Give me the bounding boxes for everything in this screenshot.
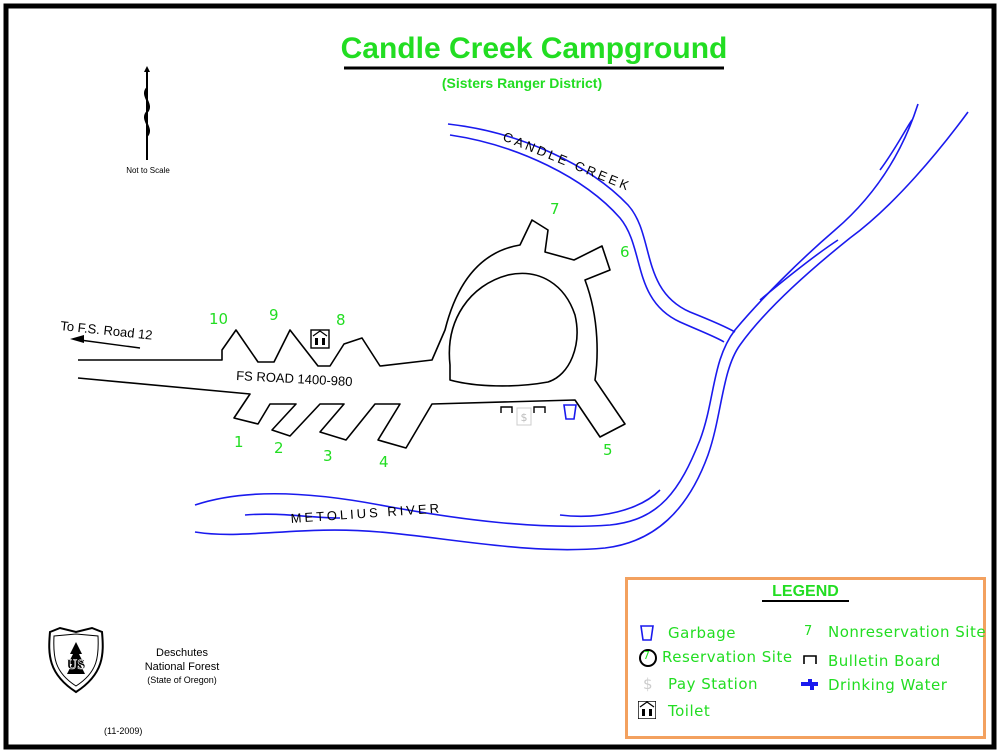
legend-drinking-water-icon: [801, 679, 818, 690]
metolius-river: [194, 103, 969, 551]
direction-arrow-icon: [70, 335, 84, 343]
site-label-8: 8: [336, 311, 346, 329]
site-label-5: 5: [603, 441, 613, 459]
metolius-river-label: METOLIUS RIVER: [290, 500, 442, 526]
legend-bulletin-board-label: Bulletin Board: [828, 652, 941, 670]
legend-nonreservation-symbol: 7: [804, 624, 813, 639]
legend-bulletin-board-icon: [803, 655, 817, 664]
legend-box: LEGEND Garbage 7 Reservation Site $ Pay …: [625, 577, 986, 739]
map-subtitle: (Sisters Ranger District): [442, 75, 602, 91]
legend-garbage-label: Garbage: [668, 624, 736, 642]
site-label-9: 9: [269, 306, 279, 324]
road-network: [77, 219, 626, 449]
pay-station-symbol: $: [521, 411, 528, 424]
legend-title-text: LEGEND: [762, 583, 849, 602]
not-to-scale-note: Not to Scale: [126, 166, 170, 175]
shield-text: US: [66, 657, 85, 673]
toilet-icon: [310, 329, 330, 349]
legend-title: LEGEND: [628, 583, 983, 602]
legend-toilet-icon: [638, 701, 656, 719]
candle-creek-label: CANDLE CREEK: [501, 129, 634, 194]
forest-name-line1: Deschutes: [156, 647, 208, 659]
garbage-icon: [563, 404, 577, 420]
pay-station-marker: [516, 407, 532, 426]
site-label-10: 10: [209, 310, 228, 328]
legend-pay-label: Pay Station: [668, 675, 759, 693]
site-label-1: 1: [234, 433, 244, 451]
forest-name-line2: National Forest: [145, 661, 220, 673]
legend-nonreservation-label: Nonreservation Site: [828, 623, 987, 641]
map-title: Candle Creek Campground: [341, 32, 728, 65]
site-label-6: 6: [620, 243, 630, 261]
forest-state: (State of Oregon): [147, 675, 217, 685]
bulletin-board-icon-2: [533, 406, 546, 413]
map-frame: [3, 3, 997, 750]
north-arrow-icon: [144, 66, 150, 160]
site-label-3: 3: [323, 447, 333, 465]
legend-reservation-icon: [639, 649, 657, 667]
site-label-4: 4: [379, 453, 389, 471]
legend-pay-symbol: $: [643, 675, 654, 693]
legend-reservation-label: Reservation Site: [662, 648, 793, 666]
site-label-7: 7: [550, 200, 560, 218]
bulletin-board-icon-1: [500, 406, 513, 413]
usfs-shield-logo: US: [48, 626, 104, 694]
site-label-2: 2: [274, 439, 284, 457]
legend-drinking-water-label: Drinking Water: [828, 676, 948, 694]
candle-creek: [447, 123, 736, 343]
date-code: (11-2009): [104, 726, 142, 736]
legend-reservation-symbol: 7: [643, 649, 651, 662]
legend-garbage-icon: [640, 625, 654, 641]
legend-toilet-label: Toilet: [668, 702, 711, 720]
main-road-label: FS ROAD 1400-980: [236, 368, 353, 389]
site-labels: 1 2 3 4 5 6 7 8 9 10: [209, 200, 630, 471]
